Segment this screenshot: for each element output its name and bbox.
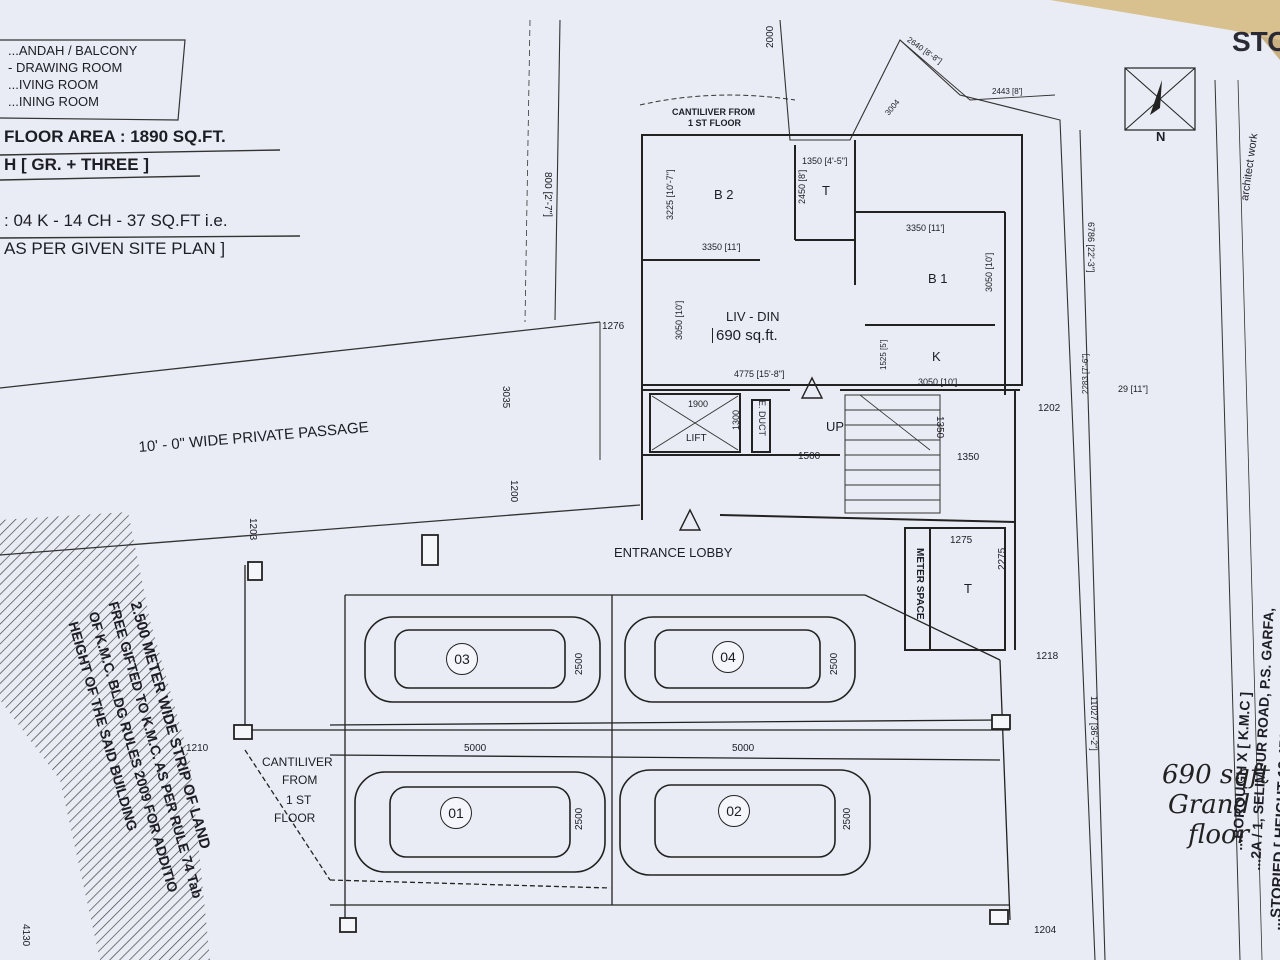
dim-2283: 2283 [7'-6"] <box>1081 353 1090 394</box>
dim-1300: 1300 <box>731 409 741 430</box>
dim-1525: 1525 [5'] <box>879 339 888 370</box>
room-b2: B 2 <box>714 187 734 202</box>
dim-1275: 1275 <box>950 535 973 546</box>
parking-slot-04: 04 <box>712 641 744 673</box>
dim-4775: 4775 [15'-8"] <box>734 369 785 379</box>
dim-1900: 1900 <box>688 399 709 409</box>
dim-1210: 1210 <box>186 743 209 754</box>
liv-din-area: 690 sq.ft. <box>712 328 778 343</box>
dim-5000-left: 5000 <box>464 743 487 754</box>
stair-up-label: UP <box>826 419 845 434</box>
entrance-lobby-label: ENTRANCE LOBBY <box>614 545 733 560</box>
legend-line-4: ...INING ROOM <box>8 94 99 109</box>
dim-1350-stair: 1350 <box>934 416 945 439</box>
dim-3050-b1: 3050 [10'] <box>984 252 994 292</box>
dim-1218: 1218 <box>1036 651 1059 662</box>
cantilever-line-2: FROM <box>282 773 318 787</box>
meter-space-label: METER SPACE <box>914 548 925 620</box>
dim-4130: 4130 <box>20 924 31 947</box>
floor-area-text: FLOOR AREA : 1890 SQ.FT. <box>4 127 226 146</box>
room-toilet-bottom: T <box>964 581 972 596</box>
cantilever-top-line-1: CANTILIVER FROM <box>672 107 755 117</box>
site-plan-text: AS PER GIVEN SITE PLAN ] <box>4 239 226 258</box>
room-toilet-top: T <box>822 183 830 198</box>
dim-3035: 3035 <box>500 386 511 409</box>
lift-label: LIFT <box>686 433 707 444</box>
dim-2500-02: 2500 <box>842 807 853 830</box>
legend-line-1: ...ANDAH / BALCONY <box>8 43 138 58</box>
dim-2500-03: 2500 <box>574 652 585 675</box>
dim-2275: 2275 <box>997 547 1008 570</box>
dim-2500-01: 2500 <box>574 807 585 830</box>
dim-1350-top: 1350 [4'-5"] <box>802 156 848 166</box>
dim-3350-b1: 3350 [11'] <box>906 223 945 233</box>
dim-1276: 1276 <box>602 321 625 332</box>
dim-29: 29 [11"] <box>1118 384 1149 394</box>
height-text: H [ GR. + THREE ] <box>4 155 149 174</box>
dim-3350-b2: 3350 [11'] <box>702 242 741 252</box>
corner-text: STO <box>1232 26 1280 57</box>
room-liv-din: LIV - DIN <box>726 309 780 324</box>
north-label: N <box>1156 129 1166 144</box>
parking-slot-01: 01 <box>440 797 472 829</box>
dim-2450: 2450 [8'] <box>797 169 807 204</box>
dim-5000-right: 5000 <box>732 743 755 754</box>
legend-line-2: - DRAWING ROOM <box>8 60 123 75</box>
room-kitchen: K <box>932 349 941 364</box>
dim-3050-liv: 3050 [10'] <box>674 300 684 340</box>
dim-2000: 2000 <box>765 25 776 48</box>
land-area-text: : 04 K - 14 CH - 37 SQ.FT i.e. <box>4 211 228 230</box>
dim-2500-04: 2500 <box>829 652 840 675</box>
dim-1202: 1202 <box>1038 403 1061 414</box>
parking-slot-03: 03 <box>446 643 478 675</box>
dim-2443: 2443 [8'] <box>992 87 1023 96</box>
dim-3050-k: 3050 [10'] <box>918 377 958 387</box>
dim-1200: 1200 <box>508 480 519 503</box>
dim-800: 800 [2'-7"] <box>542 172 553 217</box>
handwritten-line-3: floor <box>1188 820 1250 850</box>
cantilever-line-3: 1 ST <box>286 793 312 807</box>
cantilever-line-4: FLOOR <box>274 811 316 825</box>
legend-line-3: ...IVING ROOM <box>8 77 99 92</box>
dim-1203: 1203 <box>247 518 258 541</box>
dim-11027: 11027 [36'-2"] <box>1089 696 1099 751</box>
dim-3225: 3225 [10'-7"] <box>665 169 675 220</box>
handwritten-line-1: 690 sqft <box>1162 760 1270 790</box>
cantilever-line-1: CANTILIVER <box>262 755 333 769</box>
room-b1: B 1 <box>928 271 948 286</box>
duct-label: E. DUCT <box>757 400 767 436</box>
handwritten-line-2: Grand <box>1168 790 1251 820</box>
dim-1350-right: 1350 <box>957 452 980 463</box>
dim-1204: 1204 <box>1034 925 1057 936</box>
dim-1500: 1500 <box>798 451 821 462</box>
cantilever-top-line-2: 1 ST FLOOR <box>688 118 742 128</box>
parking-slot-02: 02 <box>718 795 750 827</box>
dim-6786: 6786 [22'-3"] <box>1086 222 1096 273</box>
